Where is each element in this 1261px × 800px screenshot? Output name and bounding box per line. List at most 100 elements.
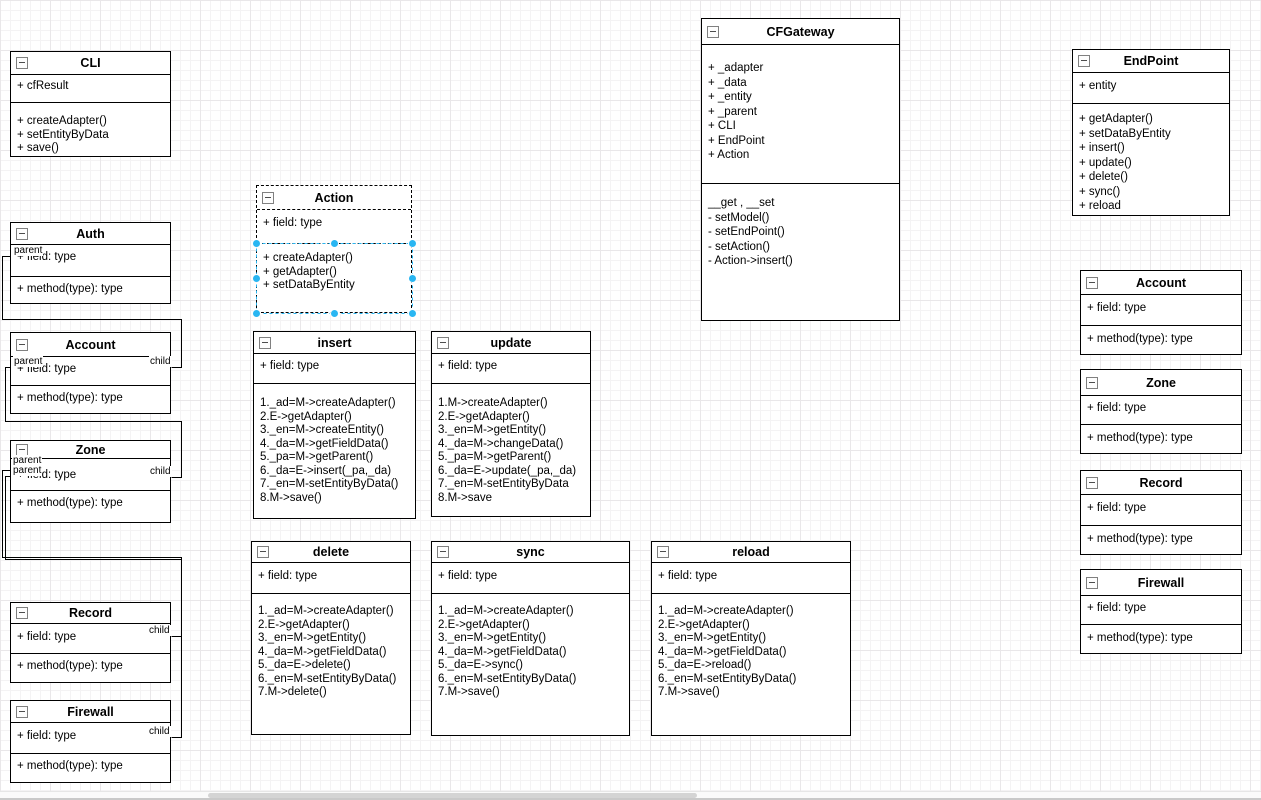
uml-class-auth[interactable]: Auth+ field: type+ method(type): type (10, 222, 171, 304)
method-row[interactable]: 5._pa=M->getParent() (438, 451, 552, 463)
collapse-icon[interactable] (1086, 276, 1098, 289)
class-methods[interactable]: 1._ad=M->createAdapter()2.E->getAdapter(… (252, 594, 410, 734)
method-row[interactable]: 1.M->createAdapter() (438, 397, 548, 409)
edge-label-child[interactable]: child (149, 466, 172, 477)
method-row[interactable]: 4._da=M->getFieldData() (438, 645, 567, 658)
attribute-row[interactable]: + field: type (260, 360, 320, 372)
edge-label-parent[interactable]: parent (12, 455, 43, 466)
selection-handle[interactable] (408, 274, 417, 283)
method-row[interactable]: 3._en=M->getEntity() (438, 424, 547, 436)
method-row[interactable]: __get , __set (708, 197, 775, 209)
selection-handle[interactable] (408, 239, 417, 248)
uml-class-account-right[interactable]: Account+ field: type+ method(type): type (1080, 270, 1242, 355)
method-row[interactable]: 7._en=M-setEntityByData (438, 478, 569, 490)
selection-handle[interactable] (330, 239, 339, 248)
collapse-icon[interactable] (16, 705, 28, 718)
method-row[interactable]: 5._da=E->sync() (438, 659, 524, 671)
attribute-row[interactable]: + field: type (1087, 402, 1147, 414)
edge-auth-to-account[interactable] (2, 256, 182, 368)
method-row[interactable]: + method(type): type (1087, 533, 1193, 545)
attribute-row[interactable]: + Action (708, 149, 750, 161)
uml-class-record-left[interactable]: Record+ field: type+ method(type): type (10, 602, 171, 683)
class-methods[interactable]: + method(type): type (11, 386, 170, 413)
method-row[interactable]: 4._da=M->getFieldData() (258, 645, 387, 658)
attribute-row[interactable]: + cfResult (17, 80, 69, 92)
edge-label-child[interactable]: child (148, 726, 171, 737)
class-methods[interactable]: 1.M->createAdapter()2.E->getAdapter()3._… (432, 384, 590, 516)
method-row[interactable]: 2.E->getAdapter() (658, 618, 750, 631)
method-row[interactable]: 2.E->getAdapter() (438, 618, 530, 631)
collapse-icon[interactable] (1086, 576, 1098, 589)
attribute-row[interactable]: + field: type (658, 570, 718, 582)
method-row[interactable]: 8.M->save (438, 491, 493, 504)
method-row[interactable]: + method(type): type (17, 660, 123, 672)
selection-handle[interactable] (408, 309, 417, 318)
attribute-row[interactable]: + entity (1079, 80, 1117, 92)
attribute-row[interactable]: + _data (708, 76, 747, 89)
method-row[interactable]: 4._da=M->getFieldData() (658, 645, 787, 658)
edge-label-parent[interactable]: parent (13, 245, 44, 256)
collapse-icon[interactable] (1086, 476, 1098, 489)
class-methods[interactable]: + method(type): type (1081, 625, 1241, 653)
edge-label-parent[interactable]: parent (12, 465, 43, 476)
method-row[interactable]: 7.M->save() (438, 686, 500, 698)
method-row[interactable]: + method(type): type (1087, 632, 1193, 644)
collapse-icon[interactable] (259, 336, 271, 349)
class-methods[interactable]: + method(type): type (1081, 326, 1241, 354)
collapse-icon[interactable] (262, 191, 274, 204)
method-row[interactable]: 6._en=M-setEntityByData() (438, 672, 577, 685)
attribute-row[interactable]: + _entity (708, 91, 752, 103)
method-row[interactable]: - setEndPoint() (708, 226, 785, 238)
method-row[interactable]: + setDataByEntity (1079, 127, 1171, 140)
uml-class-firewall-right[interactable]: Firewall+ field: type+ method(type): typ… (1080, 569, 1242, 654)
method-row[interactable]: + getAdapter() (263, 265, 337, 278)
edge-label-child[interactable]: child (148, 625, 171, 636)
method-row[interactable]: 6._da=E->update(_pa,_da) (438, 464, 577, 477)
method-row[interactable]: + setEntityByData (17, 128, 109, 141)
edge-account-to-zone[interactable] (5, 367, 182, 478)
attribute-row[interactable]: + CLI (708, 120, 736, 132)
selection-handle[interactable] (252, 309, 261, 318)
collapse-icon[interactable] (657, 546, 669, 558)
collapse-icon[interactable] (707, 25, 719, 38)
method-row[interactable]: + method(type): type (17, 497, 123, 509)
attribute-row[interactable]: + field: type (17, 631, 77, 643)
class-methods[interactable]: 1._ad=M->createAdapter()2.E->getAdapter(… (432, 594, 629, 735)
class-methods[interactable]: + method(type): type (11, 654, 170, 682)
method-row[interactable]: 6._da=E->insert(_pa,_da) (260, 464, 392, 477)
edge-zone-to-firewall[interactable] (5, 476, 182, 738)
method-row[interactable]: - setAction() (708, 240, 770, 253)
method-row[interactable]: 1._ad=M->createAdapter() (258, 605, 394, 617)
collapse-icon[interactable] (437, 546, 449, 558)
attribute-row[interactable]: + field: type (1087, 502, 1147, 514)
uml-class-endpoint[interactable]: EndPoint+ entity+ getAdapter()+ setDataB… (1072, 49, 1230, 216)
method-row[interactable]: 1._ad=M->createAdapter() (438, 605, 574, 617)
class-methods[interactable]: + method(type): type (1081, 425, 1241, 453)
attribute-row[interactable]: + field: type (1087, 302, 1147, 314)
class-methods[interactable]: + getAdapter()+ setDataByEntity+ insert(… (1073, 104, 1229, 215)
uml-class-firewall-left[interactable]: Firewall+ field: type+ method(type): typ… (10, 700, 171, 783)
method-row[interactable]: + createAdapter() (263, 252, 353, 264)
method-row[interactable]: 4._da=M->changeData() (438, 437, 564, 450)
uml-class-account-left[interactable]: Account+ field: type+ method(type): type (10, 332, 171, 414)
uml-class-record-right[interactable]: Record+ field: type+ method(type): type (1080, 470, 1242, 555)
class-methods[interactable]: 1._ad=M->createAdapter()2.E->getAdapter(… (652, 594, 850, 735)
attribute-row[interactable]: + field: type (438, 360, 498, 372)
method-row[interactable]: + sync() (1079, 185, 1121, 198)
method-row[interactable]: 3._en=M->getEntity() (438, 632, 547, 644)
attribute-row[interactable]: + field: type (258, 570, 318, 582)
collapse-icon[interactable] (16, 338, 28, 351)
method-row[interactable]: + delete() (1079, 171, 1128, 183)
method-row[interactable]: 5._da=E->delete() (258, 659, 351, 671)
edge-label-parent[interactable]: parent (13, 356, 44, 367)
method-row[interactable]: + save() (17, 142, 59, 154)
selection-handle[interactable] (252, 274, 261, 283)
method-row[interactable]: + method(type): type (17, 760, 123, 772)
attribute-row[interactable]: + EndPoint (708, 134, 765, 147)
method-row[interactable]: 3._en=M->getEntity() (658, 632, 767, 644)
attribute-row[interactable]: + field: type (17, 730, 77, 742)
method-row[interactable]: 2.E->getAdapter() (438, 410, 530, 423)
class-methods[interactable]: + method(type): type (11, 754, 170, 782)
